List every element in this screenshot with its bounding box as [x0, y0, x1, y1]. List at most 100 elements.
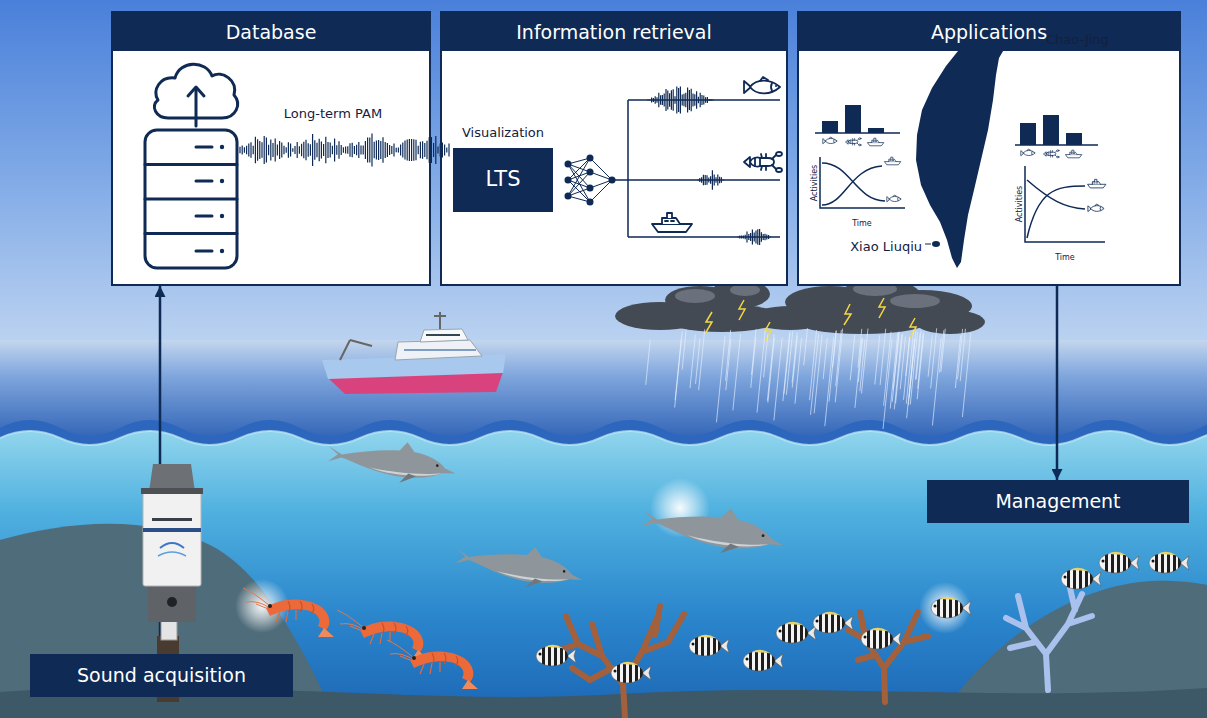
panel-title: Database — [226, 21, 317, 44]
taiwan-map — [916, 27, 1006, 268]
panel-title: Applications — [931, 21, 1047, 44]
seafloor — [0, 524, 335, 718]
rain — [751, 337, 756, 388]
label-holder: Activities — [802, 165, 821, 202]
neural-network-icon — [568, 172, 590, 196]
rain — [696, 339, 701, 384]
bar-chart — [1066, 133, 1082, 145]
storm-cloud — [844, 304, 851, 325]
coral — [560, 588, 1092, 718]
site-label: Xiao Liuqiu — [850, 239, 922, 254]
rain — [941, 329, 945, 372]
label-holder: Long-term PAM — [284, 103, 382, 122]
research-vessel — [426, 334, 460, 336]
rain — [904, 337, 910, 400]
neural-network-icon — [587, 199, 594, 206]
rain — [880, 329, 886, 385]
hydrophone — [141, 488, 203, 494]
process-box: Management — [927, 480, 1189, 523]
snapping-shrimp — [387, 640, 478, 689]
rain — [836, 330, 842, 386]
hydrophone — [158, 552, 186, 556]
rain — [918, 332, 924, 389]
rain — [896, 333, 903, 403]
bar-chart — [845, 105, 861, 133]
hydrophone — [160, 543, 184, 548]
box-label: LTS — [486, 167, 521, 192]
hydrophone — [161, 620, 177, 640]
rain — [917, 334, 924, 399]
bar-chart — [1043, 115, 1059, 145]
storm-cloud — [615, 280, 985, 334]
storm-cloud — [879, 298, 885, 318]
sound-waveform — [240, 86, 770, 245]
class-icon — [652, 213, 692, 232]
line-chart — [1025, 166, 1105, 242]
bar-chart — [868, 128, 884, 133]
dolphin — [452, 536, 585, 595]
rain — [910, 332, 917, 405]
rain — [716, 336, 725, 422]
axis-label: Time — [1055, 253, 1075, 262]
research-vessel — [395, 340, 482, 360]
rain — [835, 329, 842, 403]
bar-chart — [1021, 149, 1035, 156]
panel-header: Information retrieval — [442, 13, 786, 51]
step-label: Visualization — [462, 125, 544, 140]
neural-network-icon — [590, 158, 612, 180]
rain — [795, 338, 802, 404]
coral — [848, 612, 928, 702]
bar-chart — [822, 121, 838, 133]
taiwan-map — [932, 241, 940, 247]
flow-arrow — [1056, 286, 1059, 480]
rain — [726, 330, 731, 381]
sound-waveform — [698, 170, 723, 189]
rain — [675, 332, 683, 408]
connector-group — [160, 286, 1057, 654]
label-holder: Visualization — [462, 122, 544, 141]
hydrophone — [149, 464, 195, 492]
panel-header: Database — [113, 13, 429, 51]
dolphin — [326, 434, 459, 488]
seafloor — [0, 524, 1207, 718]
label-holder: Activities — [1007, 186, 1026, 223]
rain — [699, 329, 705, 390]
line-chart — [1027, 180, 1085, 209]
panel-background — [440, 11, 788, 286]
research-vessel — [340, 312, 446, 360]
signal-label: Long-term PAM — [284, 106, 382, 121]
rain — [792, 333, 797, 383]
neural-network-icon — [565, 161, 572, 168]
sound-source-glow — [919, 582, 971, 634]
striped-fish — [1061, 568, 1101, 590]
striped-fish — [813, 612, 853, 634]
striped-fish — [776, 622, 816, 644]
taiwan-map — [925, 38, 1042, 244]
dolphin — [638, 496, 787, 562]
branch-lines — [614, 100, 780, 237]
rain — [733, 334, 741, 411]
neural-network-icon — [609, 177, 616, 184]
bar-chart — [1066, 150, 1082, 158]
striped-fish — [1099, 552, 1139, 574]
taiwan-map — [916, 27, 1042, 268]
rain — [823, 338, 827, 379]
label-holder: Time — [852, 211, 872, 230]
rain — [810, 330, 817, 400]
rain — [928, 335, 932, 376]
database-icon — [220, 179, 224, 183]
neural-network-icon — [587, 155, 594, 162]
storm-cloud — [705, 298, 916, 342]
rain — [786, 331, 792, 394]
sound-waveform — [240, 134, 449, 167]
rain — [768, 338, 775, 403]
dolphin — [326, 434, 788, 595]
storm-cloud — [705, 312, 712, 334]
rain — [906, 337, 910, 375]
rain — [792, 336, 797, 388]
striped-fish — [931, 597, 971, 619]
neural-network-icon — [587, 169, 594, 176]
neural-network-icon — [565, 155, 616, 206]
sound-source-glow — [235, 478, 971, 634]
